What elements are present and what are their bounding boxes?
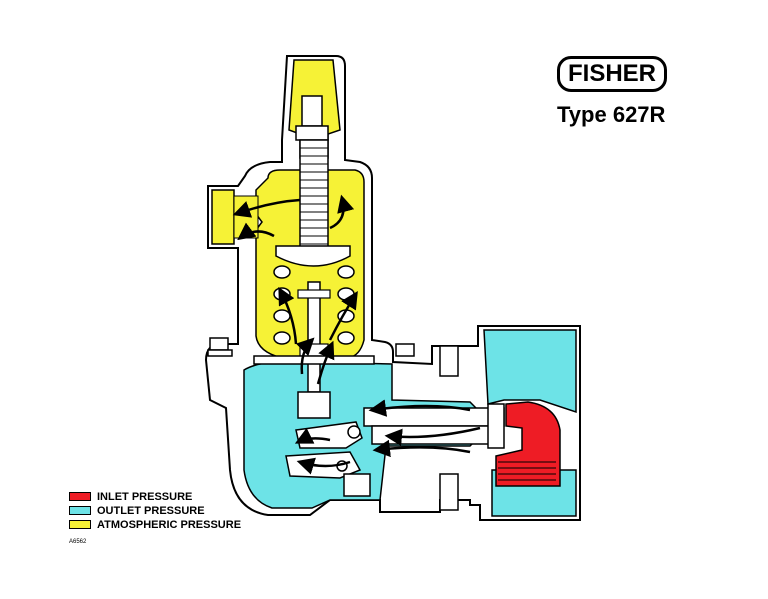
legend-item-inlet: INLET PRESSURE [69,490,241,503]
legend-label-inlet: INLET PRESSURE [97,490,193,503]
flange-bolts [207,337,415,357]
adjusting-screw [275,95,351,267]
flow-arrows [232,194,481,475]
drawing-number: A6562 [69,539,87,545]
legend-label-outlet: OUTLET PRESSURE [97,504,205,517]
outlet-swatch [69,506,91,515]
model-title: Type 627R [557,102,666,127]
legend-item-atmospheric: ATMOSPHERIC PRESSURE [69,518,241,531]
inlet-chamber [495,401,561,487]
inlet-swatch [69,492,91,501]
pressure-legend: INLET PRESSURE OUTLET PRESSURE ATMOSPHER… [69,490,241,532]
legend-item-outlet: OUTLET PRESSURE [69,504,241,517]
fisher-logo: FISHER [557,56,667,92]
orifice [363,345,505,511]
atmospheric-swatch [69,520,91,529]
legend-label-atmospheric: ATMOSPHERIC PRESSURE [97,518,242,531]
brand-name: FISHER [567,60,656,87]
